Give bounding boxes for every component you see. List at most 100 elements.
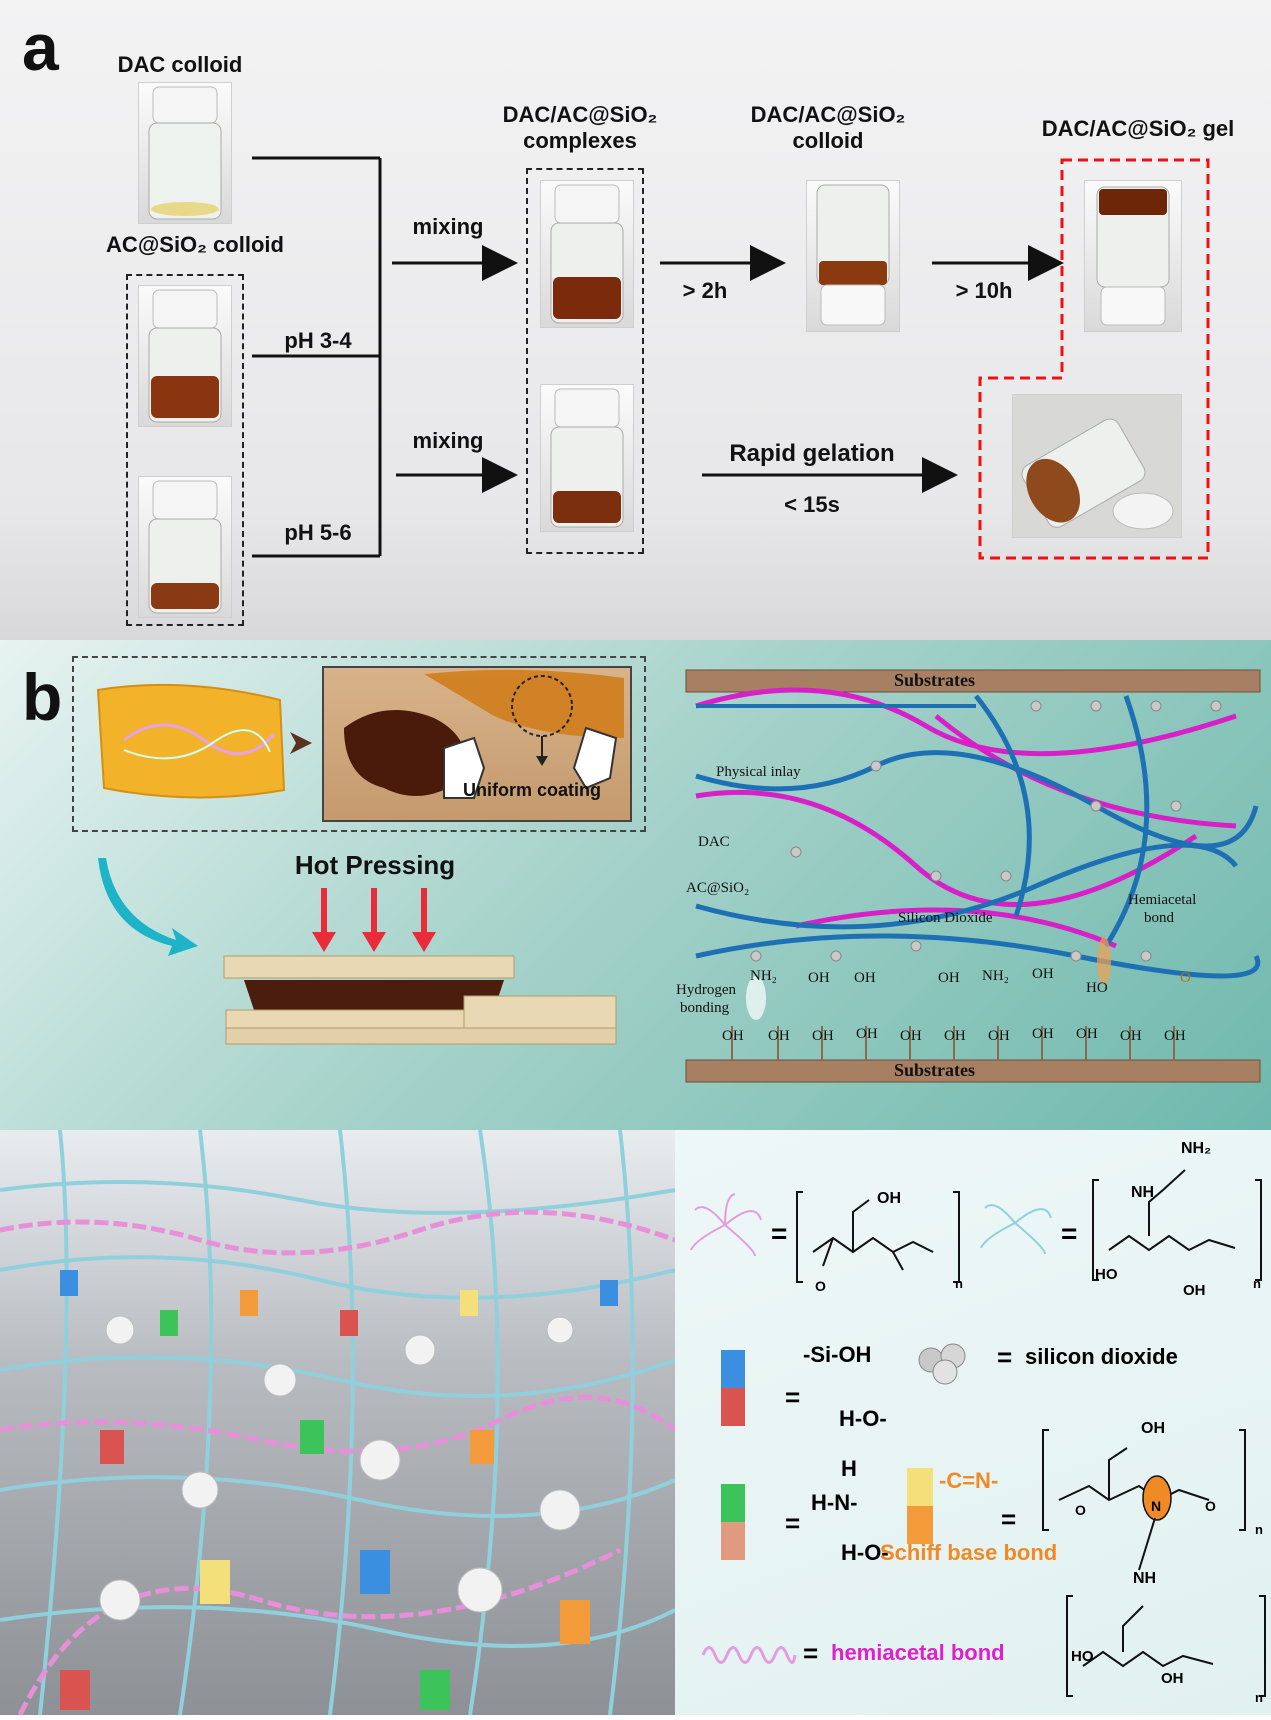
acsio2-colloid-title: AC@SiO₂ colloid xyxy=(106,232,284,257)
panel-b-top: b Uniform coating Hot Pressing xyxy=(0,640,1271,1130)
network-render-art xyxy=(0,1129,677,1717)
time-15s-label: < 15s xyxy=(784,492,840,517)
ac-nh-label: NH xyxy=(1131,1184,1155,1201)
mixing-bottom-label: mixing xyxy=(412,428,484,453)
equals-sign: = xyxy=(771,1218,788,1249)
substrates-bottom-label: Substrates xyxy=(894,1060,976,1080)
schiff-block xyxy=(907,1468,933,1544)
equals-sign: = xyxy=(997,1342,1013,1372)
ho-label: H-O- xyxy=(839,1406,887,1431)
hemiacetal-legend-label: hemiacetal bond xyxy=(831,1640,1005,1665)
schiff-structure xyxy=(1042,1429,1246,1571)
gel-red-dashed-outline xyxy=(978,158,1210,560)
group-label: OH xyxy=(808,970,830,986)
hemiacetal-helix-icon xyxy=(701,1646,797,1664)
colloid-title-2: colloid xyxy=(792,128,864,153)
complexes-photo-bottom xyxy=(540,384,634,532)
group-label: OH xyxy=(938,970,960,986)
hemiacetal-label-2: bond xyxy=(1144,910,1174,926)
c-n-label: -C=N- xyxy=(939,1468,999,1493)
ac-n-label: n xyxy=(1253,1276,1261,1291)
mechanism-schematic: Substrates Substrates Physical inlay DAC… xyxy=(676,656,1264,1086)
time-10h-label: > 10h xyxy=(955,278,1013,303)
gel-photo-top xyxy=(1084,180,1182,332)
coating-arrow xyxy=(290,732,312,754)
colloid-title-1: DAC/AC@SiO₂ xyxy=(750,102,906,127)
oh-label: OH xyxy=(988,1028,1010,1044)
complexes-dashed-box xyxy=(526,168,644,554)
acsio2-photo-ph56 xyxy=(138,476,232,618)
substrates-top-label: Substrates xyxy=(894,670,976,690)
dac-colloid-photo xyxy=(138,82,232,224)
group-label: HO xyxy=(1086,980,1108,996)
ph-high-label: pH 5-6 xyxy=(284,520,352,545)
schiff-nh-label: NH xyxy=(1133,1570,1157,1587)
flow-lines xyxy=(252,156,1064,558)
dac-label: DAC xyxy=(698,834,730,850)
acsio2-label: AC@SiO₂ xyxy=(686,880,750,896)
hemiacetal-label-1: Hemiacetal xyxy=(1128,892,1197,908)
dac-n-label: n xyxy=(955,1276,963,1291)
dac-colloid-title: DAC colloid xyxy=(117,52,243,77)
ac-nh2-label: NH₂ xyxy=(1181,1140,1212,1157)
si-oh-label: -Si-OH xyxy=(803,1342,872,1367)
block-red xyxy=(721,1388,745,1426)
hot-pressing-illustration xyxy=(223,888,617,1045)
curved-arrow xyxy=(98,858,198,956)
physical-inlay-label: Physical inlay xyxy=(716,764,801,780)
ac-oh-label: OH xyxy=(1183,1282,1206,1299)
oh-label: OH xyxy=(900,1028,922,1044)
time-2h-label: > 2h xyxy=(682,278,728,303)
hydrogen-label-1: Hydrogen xyxy=(676,982,736,998)
ph-low-label: pH 3-4 xyxy=(284,328,352,353)
complexes-photo-top xyxy=(540,180,634,328)
dac-oh-label: OH xyxy=(877,1190,901,1207)
h-label: H xyxy=(841,1456,857,1481)
silicon-dioxide-label: Silicon Dioxide xyxy=(898,910,993,926)
legend-panel: = OH O n = NH₂ NH HO OH n = -Si-OH H-O- … xyxy=(675,1130,1271,1715)
panel-b-label: b xyxy=(22,660,63,734)
schiff-o-label: O xyxy=(1205,1498,1216,1514)
schiff-oh-label: OH xyxy=(1141,1420,1165,1437)
oh-label: OH xyxy=(768,1028,790,1044)
gel-photo-bottom xyxy=(1012,394,1182,538)
dac-o-label: O xyxy=(815,1278,826,1294)
ac-ho-label: HO xyxy=(1095,1266,1118,1283)
panel-a-label: a xyxy=(22,10,59,84)
complexes-title-1: DAC/AC@SiO₂ xyxy=(502,102,658,127)
ho-label: H-O- xyxy=(841,1540,889,1565)
group-label: NH₂ xyxy=(982,968,1009,984)
block-yellow xyxy=(907,1468,933,1506)
block-salmon xyxy=(721,1522,745,1560)
group-label: O xyxy=(1180,970,1191,986)
mechanism-network xyxy=(685,669,1261,1083)
coating-photo xyxy=(322,666,632,822)
oh-label: OH xyxy=(856,1026,878,1042)
schiff-lower-oh-label: OH xyxy=(1161,1670,1184,1687)
oh-label: OH xyxy=(1076,1026,1098,1042)
equals-sign: = xyxy=(803,1638,819,1668)
block-green xyxy=(721,1484,745,1522)
dac-chain-icon xyxy=(690,1193,762,1257)
equals-sign: = xyxy=(785,1382,801,1412)
rapid-gelation-label: Rapid gelation xyxy=(729,440,895,467)
uniform-coating-label: Uniform coating xyxy=(463,780,601,800)
schiff-lower-structure xyxy=(1066,1595,1266,1697)
schiff-lower-n-label: n xyxy=(1255,1690,1263,1705)
group-label: NH₂ xyxy=(750,968,777,984)
equals-sign: = xyxy=(785,1508,801,1538)
gel-sheet-illustration xyxy=(96,683,286,799)
ac-chain-icon xyxy=(980,1204,1052,1255)
schiff-base-label: Schiff base bond xyxy=(880,1540,1058,1565)
hydrogen-label-2: bonding xyxy=(680,1000,730,1016)
oh-label: OH xyxy=(812,1028,834,1044)
schiff-n-label: N xyxy=(1151,1498,1162,1514)
oh-label: OH xyxy=(944,1028,966,1044)
silicon-dioxide-legend: silicon dioxide xyxy=(1025,1344,1178,1369)
equals-sign: = xyxy=(1061,1218,1078,1249)
acsio2-dashed-box xyxy=(126,274,244,626)
network-render xyxy=(0,1129,677,1717)
complexes-title-2: complexes xyxy=(523,128,637,153)
schiff-ho-label: HO xyxy=(1071,1648,1094,1665)
gel-title: DAC/AC@SiO₂ gel xyxy=(1041,116,1235,141)
